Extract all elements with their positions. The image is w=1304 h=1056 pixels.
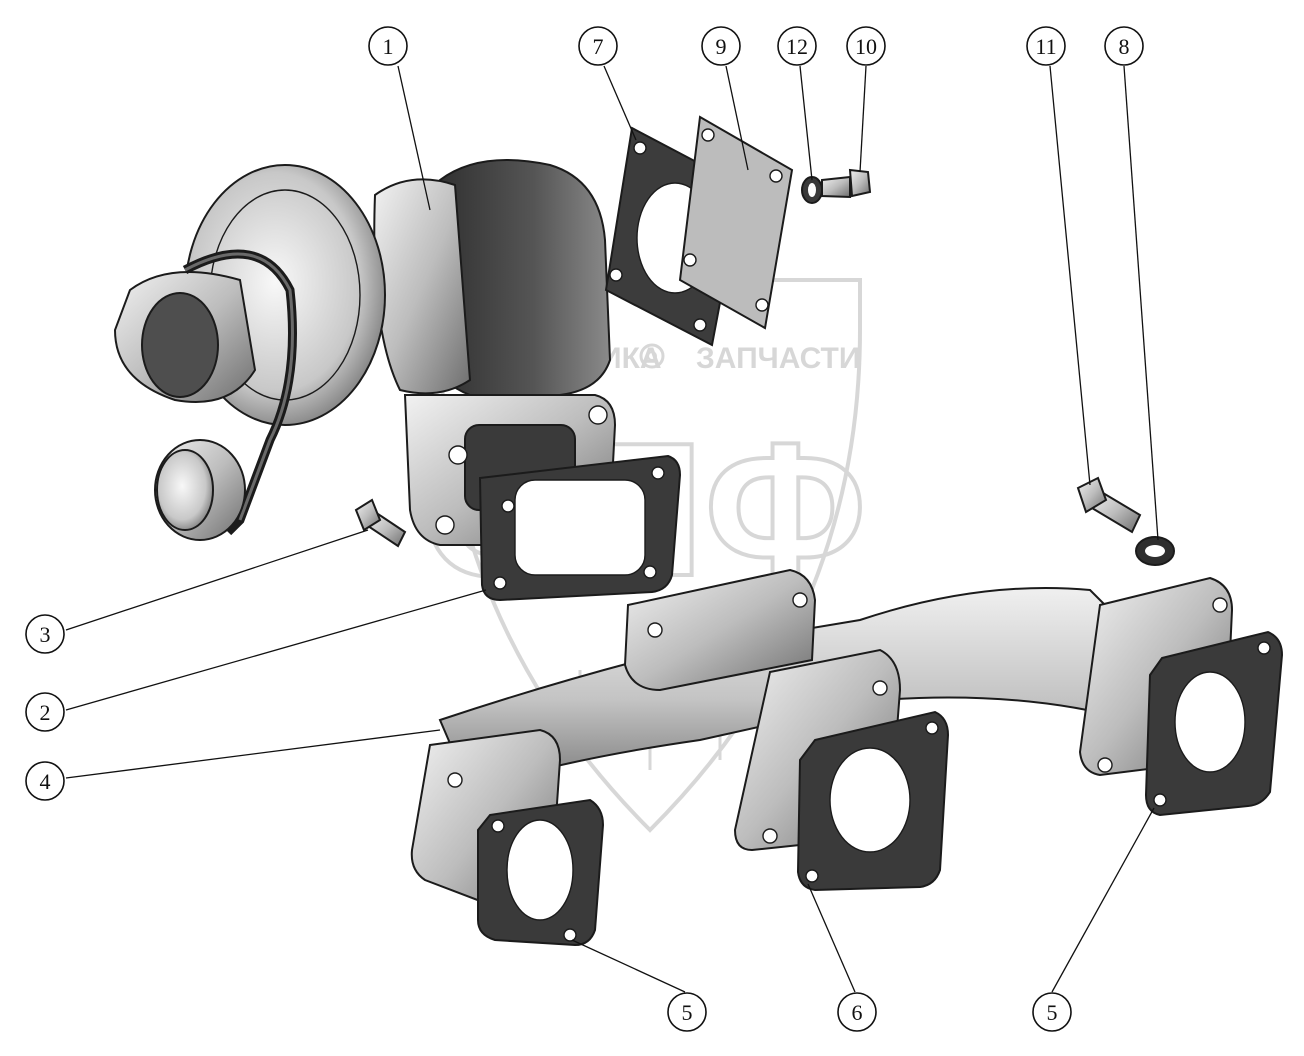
cover-plate-9: [678, 115, 794, 330]
leader-3: [65, 529, 369, 631]
oil-line-highlight: [184, 252, 294, 521]
callout: 12: [777, 26, 817, 66]
callout: 1: [368, 26, 408, 66]
leader-2: [65, 589, 487, 711]
flange-bolt-hole: [435, 515, 455, 535]
callout: 10: [846, 26, 886, 66]
callout: 2: [25, 692, 65, 732]
gasket-2: [478, 454, 682, 602]
flange-bolt-hole: [448, 445, 468, 465]
callout-label: 10: [855, 34, 877, 59]
leader-11: [1049, 65, 1091, 486]
callout-label: 6: [852, 1000, 863, 1025]
bearing-housing: [373, 178, 472, 395]
callout-label: 4: [40, 769, 51, 794]
leader-4: [65, 729, 441, 779]
flange-bolt-hole: [588, 405, 608, 425]
gasket-6: [796, 710, 950, 892]
callout-label: 5: [1047, 1000, 1058, 1025]
callout-label: 3: [40, 622, 51, 647]
callout-label: 2: [40, 700, 51, 725]
leader-12: [799, 65, 813, 181]
gear-icon: [639, 343, 665, 369]
stud-3: [354, 498, 407, 548]
callout-label: 5: [682, 1000, 693, 1025]
leader-5a: [571, 939, 686, 993]
callout: 4: [25, 761, 65, 801]
callout: 5: [667, 992, 707, 1032]
callout-label: 11: [1035, 34, 1056, 59]
callout-label: 8: [1119, 34, 1130, 59]
compressor-inlet-bore: [141, 292, 219, 398]
callout-label: 12: [786, 34, 808, 59]
callout: 11: [1026, 26, 1066, 66]
callout: 5: [1032, 992, 1072, 1032]
callout: 9: [701, 26, 741, 66]
bolt-11: [1076, 476, 1142, 534]
callout: 6: [837, 992, 877, 1032]
callout: 7: [578, 26, 618, 66]
leader-8: [1123, 65, 1159, 541]
leader-1: [397, 65, 431, 211]
callout-label: 9: [716, 34, 727, 59]
callout-label: 1: [383, 34, 394, 59]
gasket-5-right: [1144, 630, 1284, 817]
washer-8: [1135, 536, 1175, 566]
watermark-right-word: ЗАПЧАСТИ: [696, 342, 860, 375]
leader-5b: [1051, 807, 1155, 993]
leader-9: [725, 65, 749, 171]
leader-6: [807, 883, 856, 993]
manifold-top-flange: [623, 568, 817, 692]
leader-7: [603, 65, 637, 141]
leader-10: [859, 65, 867, 173]
bolt-10: [821, 168, 872, 199]
washer-12: [801, 176, 823, 204]
callout-label: 7: [593, 34, 604, 59]
callout: 8: [1104, 26, 1144, 66]
leader-lines: [65, 65, 1159, 993]
wastegate-cap: [156, 449, 214, 531]
gasket-5-left: [477, 798, 605, 947]
callout: 3: [25, 614, 65, 654]
